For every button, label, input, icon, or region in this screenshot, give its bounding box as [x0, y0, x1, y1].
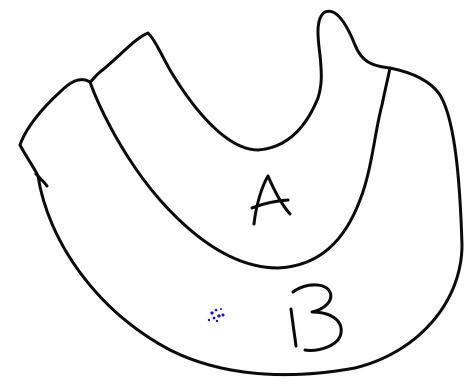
region-label-a: A: [252, 176, 290, 224]
outer-boundary: [20, 11, 462, 374]
divider-curve: [90, 68, 390, 268]
region-label-b: B: [291, 285, 341, 351]
blue-speckle: [208, 308, 225, 322]
